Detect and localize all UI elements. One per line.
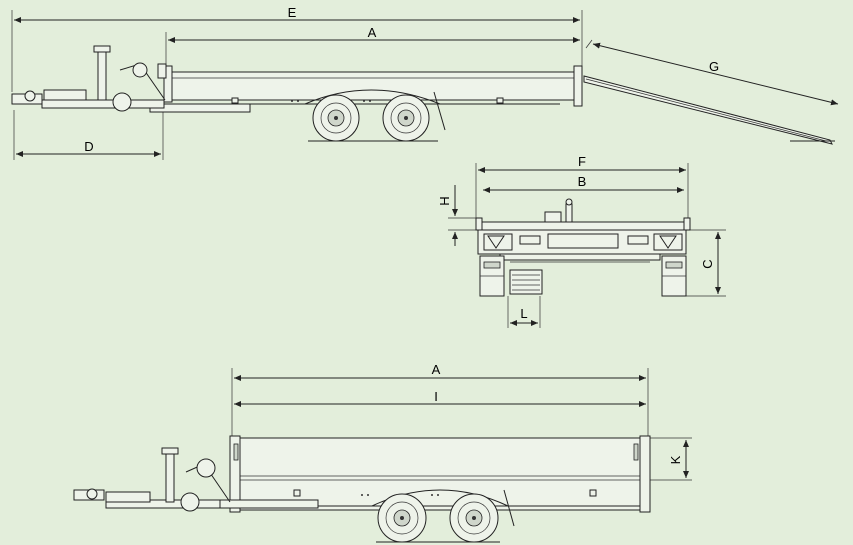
dim-label-h: H: [437, 196, 452, 205]
dimension-line-g: [592, 42, 839, 106]
wheel: [449, 493, 499, 543]
rear-wheel-left: [479, 255, 505, 297]
dim-label-d: D: [84, 139, 93, 154]
dim-label-a: A: [432, 362, 441, 377]
rear-wheel-right: [661, 255, 687, 297]
dim-label-f: F: [578, 154, 586, 169]
trailer-body: [149, 65, 583, 131]
trailer-body: [213, 435, 651, 527]
rear-view: F B H C L: [437, 154, 726, 328]
wheel: [377, 493, 427, 543]
license-plate: [547, 233, 619, 249]
wheel: [382, 94, 430, 142]
extension-line: [585, 39, 593, 49]
dim-label-i: I: [434, 389, 438, 404]
drawbar: [11, 45, 167, 112]
dim-label-a: A: [368, 25, 377, 40]
dim-label-g: G: [709, 59, 719, 74]
drawbar-rear: [509, 269, 543, 295]
dim-label-b: B: [578, 174, 587, 189]
dim-label-k: K: [668, 455, 683, 464]
dim-label-l: L: [520, 306, 527, 321]
side-view-with-ramp: E A D G: [11, 5, 839, 160]
wheel: [312, 94, 360, 142]
drawbar: [73, 447, 231, 512]
tail-light-left: [483, 233, 513, 251]
dim-label-e: E: [288, 5, 297, 20]
side-view: A I K: [73, 362, 692, 543]
rear-body: [475, 198, 691, 263]
loading-ramp: [583, 75, 835, 145]
dim-label-c: C: [700, 259, 715, 268]
